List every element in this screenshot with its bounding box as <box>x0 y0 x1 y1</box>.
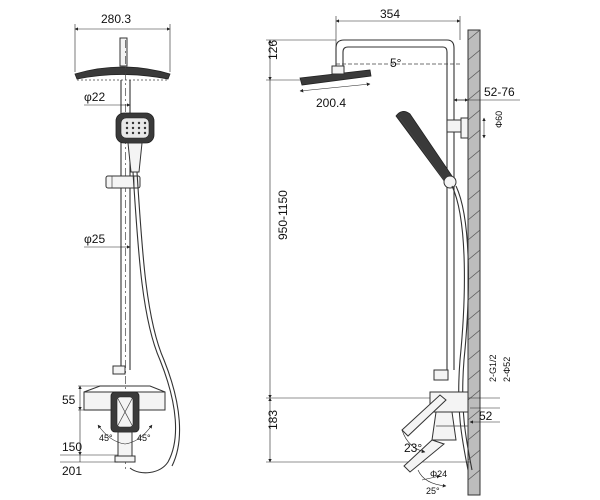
label-head-height: 126 <box>266 40 280 60</box>
label-handshower-bar-diameter: φ22 <box>84 90 105 104</box>
dimension-handshower-bar: φ22 <box>84 90 131 107</box>
shower-hose-front <box>129 171 181 474</box>
label-spout-tilt: 25° <box>426 486 440 496</box>
label-arm-reach: 354 <box>380 7 400 21</box>
label-rail-diameter: φ25 <box>84 232 105 246</box>
label-mixer-inlet-height: 183 <box>266 410 280 430</box>
rain-shower-head-side: 200.4 <box>299 65 372 110</box>
label-left-angle: 45° <box>99 433 113 443</box>
label-outlet-drop: 150 <box>62 440 82 454</box>
label-inlet-thread: 2-G1/2 <box>488 354 498 382</box>
hand-shower-side <box>395 111 457 189</box>
label-spout-length: 201 <box>62 464 82 478</box>
slider-bracket-front <box>105 175 141 189</box>
rain-shower-head-front <box>74 37 171 81</box>
label-bracket-diameter: Φ60 <box>494 111 504 128</box>
label-spout-angle: 23° <box>404 441 422 455</box>
mixer-body-front <box>83 365 166 463</box>
front-view: 280.3 φ22 <box>60 12 181 478</box>
dimension-mixer-inlets: 2-G1/2 2-Φ52 52 <box>469 354 512 424</box>
shower-hose-side <box>451 185 473 471</box>
wall-bracket-side: 52-76 Φ60 <box>446 85 520 139</box>
mixer-body-side <box>401 369 469 473</box>
label-adjustable-height: 950-1150 <box>276 190 290 240</box>
dimension-head-diameter: 280.3 <box>74 12 171 72</box>
label-escutcheon-diameter: 2-Φ52 <box>502 357 512 382</box>
hand-shower-front <box>115 112 155 173</box>
dimension-spout-length: 201 <box>60 455 118 478</box>
spout-angle-dimensions: 23° Φ24 25° <box>401 429 447 496</box>
label-head-tilt: 5° <box>390 56 402 70</box>
dimension-mixer-inlet-height: 183 <box>266 397 470 463</box>
label-spout-diameter: Φ24 <box>430 469 447 479</box>
overhead-arm-side: 5° <box>335 39 460 120</box>
riser-pipe-side <box>446 120 455 370</box>
dimension-adjustable-height: 950-1150 <box>266 80 470 399</box>
label-head-diameter: 280.3 <box>101 12 131 26</box>
dimension-head-height: 126 <box>266 39 336 81</box>
label-wall-gap: 52-76 <box>484 85 515 99</box>
dimension-mixer-height: 55 <box>62 385 110 411</box>
label-right-angle: 45° <box>137 433 151 443</box>
label-head-plate: 200.4 <box>316 96 346 110</box>
side-view: 354 5° 200.4 126 950-1150 <box>266 7 520 496</box>
label-mixer-height: 55 <box>62 393 76 407</box>
label-inlet-offset: 52 <box>479 409 493 423</box>
dimension-outlet-drop: 150 <box>60 410 118 456</box>
dimension-rail: φ25 <box>84 232 131 249</box>
mixer-rotation-angles: 45° 45° <box>97 424 153 445</box>
